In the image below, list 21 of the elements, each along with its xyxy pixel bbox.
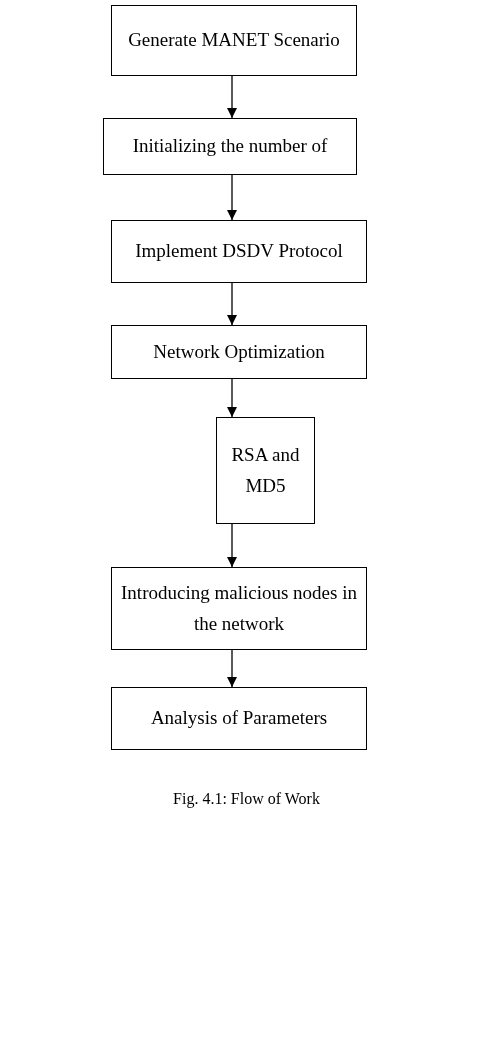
process-box <box>111 687 367 750</box>
process-box <box>111 5 357 76</box>
step-text: RSA and MD5 <box>230 443 301 498</box>
step-text: Analysis of Parameters <box>150 706 328 731</box>
process-box <box>111 325 367 379</box>
process-box <box>216 417 315 524</box>
arrow <box>226 174 238 221</box>
arrow <box>226 649 238 688</box>
arrow <box>226 378 238 418</box>
step-text: Initializing the number of <box>132 134 328 159</box>
process-box <box>111 567 367 650</box>
arrow <box>226 75 238 119</box>
arrow <box>226 282 238 326</box>
step-text: Implement DSDV Protocol <box>135 239 343 264</box>
figure-caption: Fig. 4.1: Flow of Work <box>172 790 321 808</box>
step-text: Network Optimization <box>153 339 325 364</box>
step-text: Introducing malicious nodes in the network <box>120 581 358 636</box>
process-box <box>103 118 357 175</box>
process-box <box>111 220 367 283</box>
arrow <box>226 523 238 568</box>
step-text: Generate MANET Scenario <box>128 28 340 53</box>
